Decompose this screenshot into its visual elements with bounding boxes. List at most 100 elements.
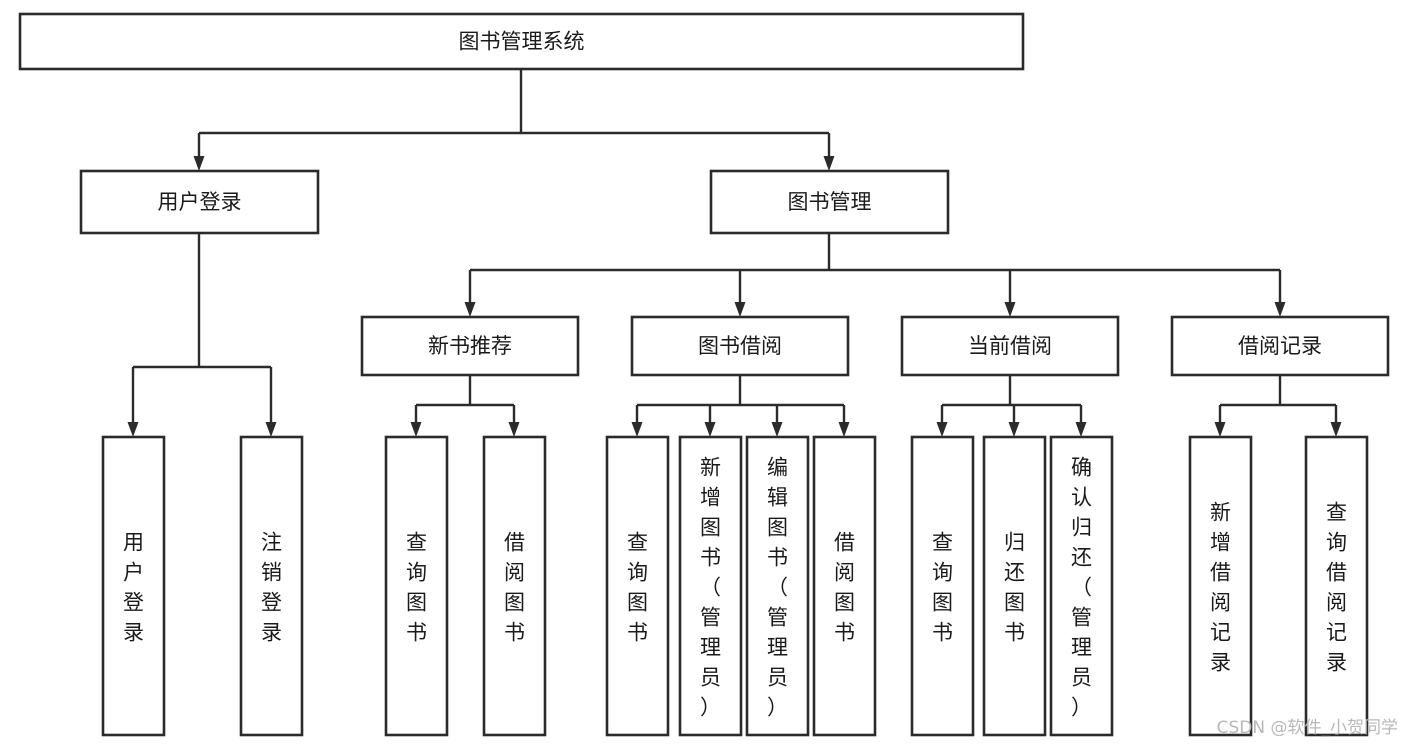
node-leaf-leaf-user-login[interactable]: 用户登录 xyxy=(101,435,166,737)
node-rect[interactable] xyxy=(384,435,449,737)
node-leaf-leaf-query-book-rec[interactable]: 查询图书 xyxy=(384,435,449,737)
node-root-root[interactable]: 图书管理系统 xyxy=(18,12,1025,71)
node-label-char: 图 xyxy=(767,515,788,539)
node-label-char: 新 xyxy=(1210,500,1231,524)
node-rect[interactable] xyxy=(482,435,547,737)
node-label: 查询图书 xyxy=(627,530,648,644)
node-level2-user-login[interactable]: 用户登录 xyxy=(79,169,320,235)
node-label-char: 注 xyxy=(261,530,282,554)
node-label-char: 记 xyxy=(1210,620,1231,644)
node-label: 注销登录 xyxy=(261,530,282,644)
node-label-char: 登 xyxy=(123,590,144,614)
node-label: 借阅图书 xyxy=(834,530,855,644)
node-leaf-leaf-query-book-borrow[interactable]: 查询图书 xyxy=(605,435,670,737)
node-label-char: 书 xyxy=(1004,620,1025,644)
node-rect[interactable] xyxy=(709,169,950,235)
node-label-char: 增 xyxy=(700,485,721,509)
node-label-char: 书 xyxy=(834,620,855,644)
node-label-char: 录 xyxy=(1326,650,1347,674)
connector-book-borrow-drop-2-arrowhead xyxy=(771,422,783,437)
node-label-char: 询 xyxy=(1326,530,1347,554)
node-label: 查询图书 xyxy=(932,530,953,644)
node-rect[interactable] xyxy=(1188,435,1253,737)
node-rect[interactable] xyxy=(900,315,1120,377)
node-label-char: ） xyxy=(700,695,721,719)
node-rect[interactable] xyxy=(360,315,580,377)
node-leaf-leaf-return-book[interactable]: 归还图书 xyxy=(982,435,1047,737)
node-level3-book-borrow[interactable]: 图书借阅 xyxy=(630,315,850,377)
node-rect[interactable] xyxy=(101,435,166,737)
node-rect[interactable] xyxy=(1170,315,1390,377)
node-level3-new-book-rec[interactable]: 新书推荐 xyxy=(360,315,580,377)
node-leaf-leaf-borrow-book[interactable]: 借阅图书 xyxy=(812,435,877,737)
node-rect[interactable] xyxy=(239,435,304,737)
node-label-char: 借 xyxy=(1210,560,1231,584)
node-label-char: 查 xyxy=(627,530,648,554)
node-label-char: 图 xyxy=(700,515,721,539)
node-label-char: 理 xyxy=(1071,635,1092,659)
node-label: 借阅记录 xyxy=(1238,334,1322,358)
node-leaf-leaf-confirm-return[interactable]: 确认归还（管理员） xyxy=(1049,435,1114,737)
node-leaf-leaf-query-record[interactable]: 查询借阅记录 xyxy=(1304,435,1369,737)
node-rect[interactable] xyxy=(745,435,810,737)
node-label: 当前借阅 xyxy=(968,334,1052,358)
node-level3-current-borrow[interactable]: 当前借阅 xyxy=(900,315,1120,377)
node-label: 新增借阅记录 xyxy=(1210,500,1231,674)
node-leaf-leaf-add-book[interactable]: 新增图书（管理员） xyxy=(678,435,743,737)
node-label-char: 书 xyxy=(932,620,953,644)
node-rect[interactable] xyxy=(678,435,743,737)
connector-user-login-drop-0-arrowhead xyxy=(127,422,139,437)
node-leaf-leaf-add-record[interactable]: 新增借阅记录 xyxy=(1188,435,1253,737)
node-box-layer: 图书管理系统用户登录图书管理新书推荐图书借阅当前借阅借阅记录用户登录注销登录查询… xyxy=(18,12,1390,737)
node-rect[interactable] xyxy=(1049,435,1114,737)
node-label-char: 录 xyxy=(123,620,144,644)
node-label: 归还图书 xyxy=(1004,530,1025,644)
node-rect[interactable] xyxy=(812,435,877,737)
node-label-char: 借 xyxy=(504,530,525,554)
connector-borrow-record-drop-0-arrowhead xyxy=(1214,422,1226,437)
node-leaf-leaf-borrow-book-rec[interactable]: 借阅图书 xyxy=(482,435,547,737)
node-leaf-leaf-edit-book[interactable]: 编辑图书（管理员） xyxy=(745,435,810,737)
node-label: 新书推荐 xyxy=(428,334,512,358)
node-rect[interactable] xyxy=(605,435,670,737)
node-label-char: 还 xyxy=(1071,545,1092,569)
connector-book-manage-drop-2-arrowhead xyxy=(1004,302,1016,317)
node-label-char: 管 xyxy=(1071,605,1092,629)
connector-current-borrow-drop-2-arrowhead xyxy=(1075,422,1087,437)
node-label-char: 录 xyxy=(261,620,282,644)
node-label-char: 认 xyxy=(1071,485,1092,509)
node-label-char: 询 xyxy=(406,560,427,584)
node-rect[interactable] xyxy=(630,315,850,377)
node-label-char: 书 xyxy=(767,545,788,569)
connector-book-manage-drop-0-arrowhead xyxy=(464,302,476,317)
connector-book-borrow-drop-0-arrowhead xyxy=(631,422,643,437)
connector-book-borrow-drop-3-arrowhead xyxy=(838,422,850,437)
node-leaf-leaf-logout[interactable]: 注销登录 xyxy=(239,435,304,737)
node-rect[interactable] xyxy=(79,169,320,235)
node-leaf-leaf-query-book-cur[interactable]: 查询图书 xyxy=(910,435,975,737)
node-label-char: 阅 xyxy=(1326,590,1347,614)
node-rect[interactable] xyxy=(982,435,1047,737)
node-label-char: 查 xyxy=(932,530,953,554)
node-label-char: （ xyxy=(767,575,788,599)
connector-root-drop-1-arrowhead xyxy=(823,156,835,171)
node-label-char: ） xyxy=(1071,695,1092,719)
node-label-char: 归 xyxy=(1004,530,1025,554)
node-label-char: 新 xyxy=(700,455,721,479)
node-rect[interactable] xyxy=(1304,435,1369,737)
node-level2-book-manage[interactable]: 图书管理 xyxy=(709,169,950,235)
node-label-char: 图 xyxy=(834,590,855,614)
connector-new-book-rec-drop-1-arrowhead xyxy=(508,422,520,437)
node-label-char: 户 xyxy=(123,560,144,584)
node-label-char: 图 xyxy=(1004,590,1025,614)
node-rect[interactable] xyxy=(910,435,975,737)
connector-current-borrow-drop-1-arrowhead xyxy=(1008,422,1020,437)
node-label-char: 员 xyxy=(767,665,788,689)
node-level3-borrow-record[interactable]: 借阅记录 xyxy=(1170,315,1390,377)
connector-current-borrow-drop-0-arrowhead xyxy=(936,422,948,437)
node-label-char: 编 xyxy=(767,455,788,479)
node-rect[interactable] xyxy=(18,12,1025,71)
node-label-char: 借 xyxy=(1326,560,1347,584)
node-label: 确认归还（管理员） xyxy=(1071,455,1092,719)
